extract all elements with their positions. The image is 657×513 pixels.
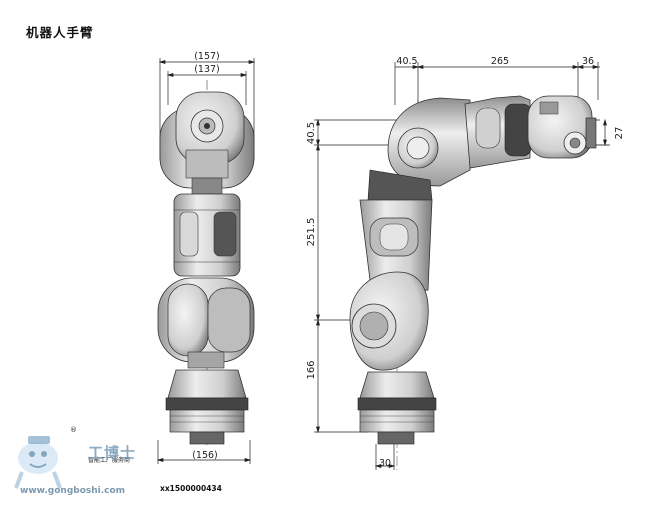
watermark-brand: 工博士 [88,444,137,462]
dim-166-label: 166 [306,360,317,379]
figure-id: xx1500000434 [160,484,222,493]
side-wrist-head [527,95,597,159]
dim-137-label: (137) [194,64,220,75]
side-elbow [349,271,429,371]
side-bottom-dimension [374,444,396,470]
watermark-url: www.gongboshi.com [20,486,126,496]
front-wrist [159,91,255,195]
watermark-sub: 智能工厂服务商 [88,456,130,464]
dim-36-label: 36 [582,56,594,67]
dim-30-label: 30 [379,458,391,469]
dim-40-5-top-label: 40.5 [396,56,417,67]
dim-251-5-label: 251.5 [306,218,317,247]
page-title: 机器人手臂 [26,25,94,40]
front-elbow [157,277,255,369]
dim-27-label: 27 [614,127,625,140]
side-top-dimensions [394,62,600,140]
side-upper-arm [359,169,433,297]
front-bottom-dimension [156,440,252,464]
side-base [357,371,437,445]
side-forearm [387,95,532,187]
dim-157-label: (157) [194,51,220,62]
watermark-reg: ® [70,426,77,434]
front-view: (157) (137) [156,51,256,464]
side-view: 40.5 265 36 40.5 251.5 166 27 [306,56,625,470]
front-base [165,369,249,445]
dim-40-5-left-label: 40.5 [306,122,317,144]
watermark-logo: ® 智能工厂服务商 [14,426,130,489]
dim-156-label: (156) [192,450,218,461]
front-upper-arm [173,193,241,277]
dim-265-label: 265 [491,56,509,67]
